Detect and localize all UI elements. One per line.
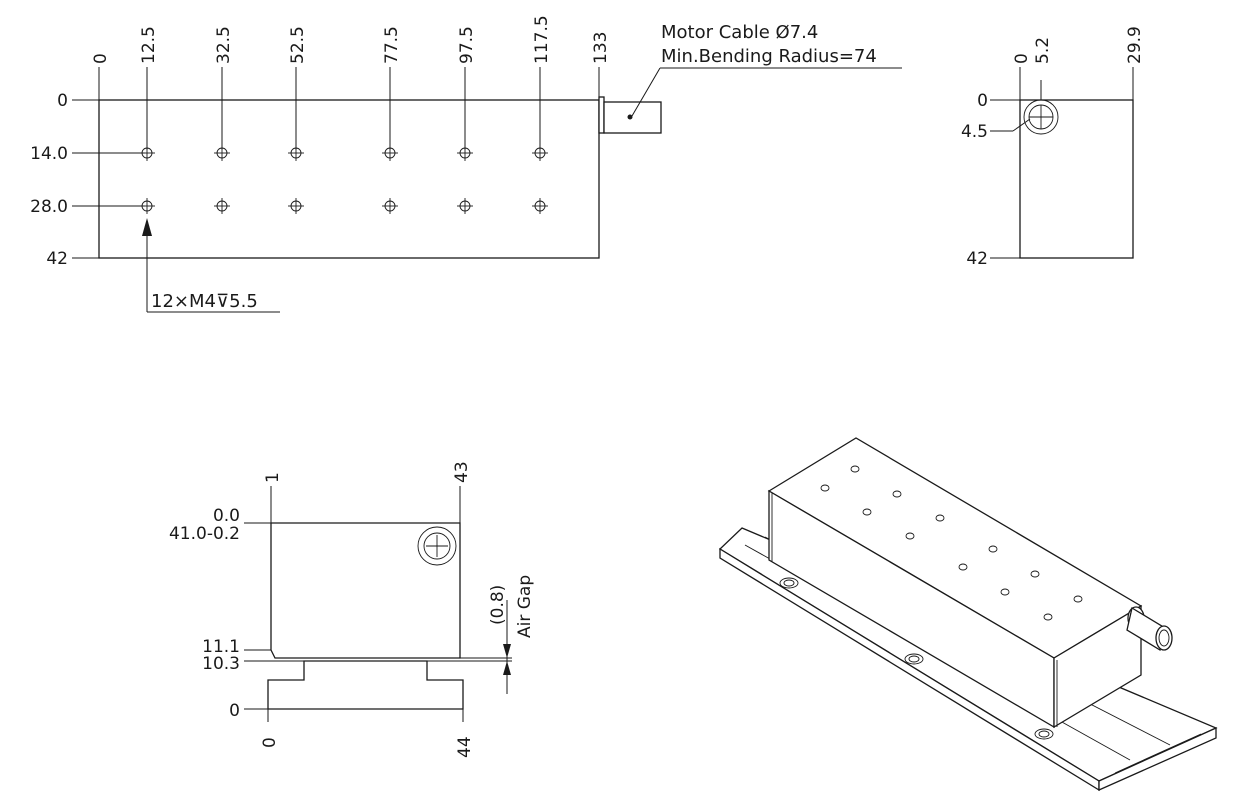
end-y-dim-11-1: 11.1	[202, 637, 240, 657]
end-view: (0.8) Air Gap 1 43 0.0 41.0-0.2 11.1 10.…	[169, 461, 535, 758]
hole-callout-label: 12×M4⊽5.5	[151, 291, 258, 312]
top-x-dim-77-5: 77.5	[382, 26, 402, 64]
end-x-dim-bottom-0: 0	[260, 737, 280, 748]
top-x-dim-52-5: 52.5	[288, 26, 308, 64]
side-y-dim-0: 0	[977, 91, 988, 111]
side-y-dim-42: 42	[966, 249, 988, 269]
hole	[214, 198, 230, 214]
top-view-outline	[98, 99, 600, 259]
side-view: 0 5.2 29.9 0 4.5 42	[961, 26, 1145, 269]
end-y-dim-41: 41.0-0.2	[169, 524, 240, 544]
side-x-dim-29-9: 29.9	[1125, 26, 1145, 64]
top-view: 0 12.5 32.5 52.5 77.5 97.5 117.5 133 0 1…	[30, 15, 902, 313]
end-y-dim-0: 0	[229, 701, 240, 721]
air-gap-label: Air Gap	[515, 575, 535, 638]
end-x-dim-1: 1	[263, 472, 283, 483]
end-screw-inner	[423, 532, 451, 560]
end-screw-outer	[417, 526, 457, 566]
hole	[382, 145, 398, 161]
hole	[457, 198, 473, 214]
hole	[139, 198, 155, 214]
side-view-outline	[1019, 99, 1134, 259]
iso-motor-stub	[1126, 606, 1173, 652]
end-view-base	[267, 660, 464, 710]
hole	[288, 145, 304, 161]
end-y-dim-10-3: 10.3	[202, 654, 240, 674]
top-y-dim-28: 28.0	[30, 197, 68, 217]
iso-slider-block	[767, 437, 1143, 729]
cable-note-line1: Motor Cable Ø7.4	[661, 22, 818, 43]
top-x-dim-97-5: 97.5	[457, 26, 477, 64]
top-y-dim-42: 42	[46, 249, 68, 269]
air-gap-value: (0.8)	[488, 585, 508, 625]
hole	[214, 145, 230, 161]
isometric-view	[718, 437, 1218, 792]
top-x-dim-32-5: 32.5	[214, 26, 234, 64]
hole	[139, 145, 155, 161]
side-x-dim-0: 0	[1012, 53, 1032, 64]
motor-cable	[598, 67, 902, 134]
hole	[532, 198, 548, 214]
side-y-dim-4-5: 4.5	[961, 122, 988, 142]
cable-note-line2: Min.Bending Radius=74	[661, 46, 877, 67]
end-x-dim-43: 43	[452, 461, 472, 483]
top-x-dim-12-5: 12.5	[139, 26, 159, 64]
air-gap-arrow-up	[503, 661, 511, 675]
end-x-dim-bottom-44: 44	[455, 736, 475, 758]
top-x-dim-0: 0	[91, 53, 111, 64]
mounting-holes	[139, 145, 548, 214]
callout-arrowhead	[142, 218, 152, 236]
end-view-slider	[270, 522, 461, 659]
hole	[288, 198, 304, 214]
air-gap-arrow-down	[503, 644, 511, 658]
hole	[382, 198, 398, 214]
top-y-dim-14: 14.0	[30, 144, 68, 164]
top-y-dim-0: 0	[57, 91, 68, 111]
hole	[457, 145, 473, 161]
top-x-dim-117-5: 117.5	[532, 15, 552, 64]
hole	[532, 145, 548, 161]
end-y-dim-0-0: 0.0	[213, 506, 240, 526]
top-x-dim-133: 133	[591, 32, 611, 64]
side-x-dim-5-2: 5.2	[1033, 37, 1053, 64]
